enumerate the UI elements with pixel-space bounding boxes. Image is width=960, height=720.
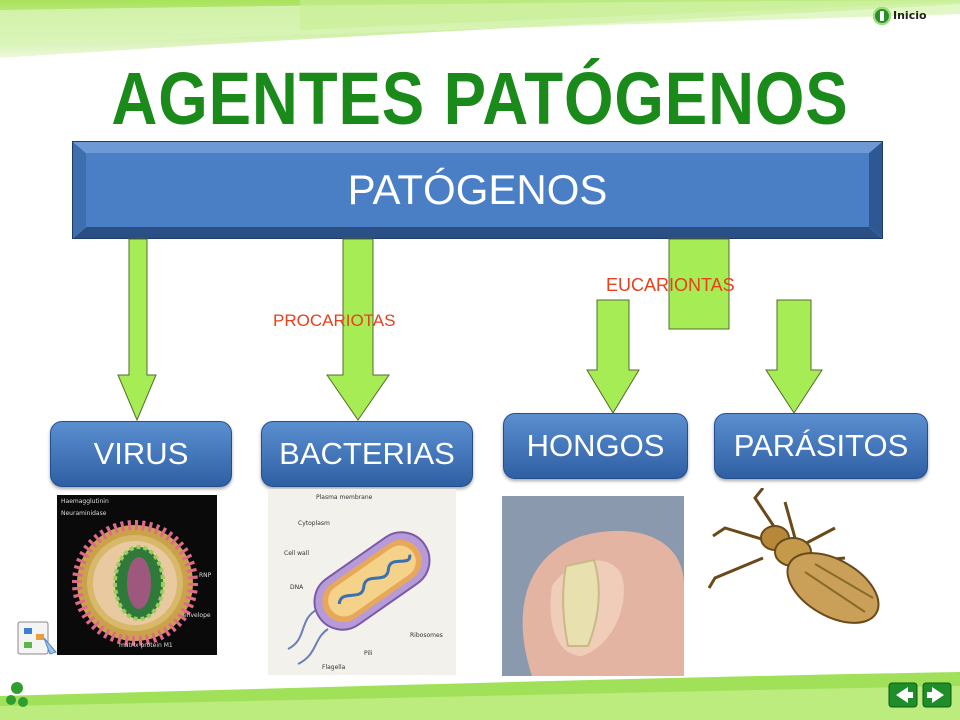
top-decorative-band [0,0,960,58]
node-virus: VIRUS [50,421,232,487]
arrow-to-virus [117,238,157,422]
fungal-nail-photo [502,496,684,676]
arrow-right-icon[interactable] [922,682,952,708]
bacteria-label-cytoplasm: Cytoplasm [298,520,330,527]
node-fungi: HONGOS [503,413,688,479]
root-node-box [72,141,883,239]
node-bacteria: BACTERIAS [261,421,473,487]
bacteria-drawing: Plasma membrane Cytoplasm Cell wall DNA … [284,494,443,671]
arrow-to-fungi [586,299,640,414]
virus-label-rnp: RNP [199,572,212,579]
prokaryotes-label: PROCARIOTAS [273,311,396,330]
bacteria-label-cellwall: Cell wall [284,550,309,557]
root-node-label: PATÓGENOS [347,166,608,213]
virus-label-neuraminidase: Neuraminidase [61,510,107,517]
home-icon[interactable] [873,7,891,25]
virus-drawing: Haemagglutinin Neuraminidase RNP envelop… [61,498,212,649]
virus-illustration: Haemagglutinin Neuraminidase RNP envelop… [57,495,217,655]
arrow-left-icon[interactable] [888,682,918,708]
louse-drawing [707,488,880,624]
page-title: AGENTES PATÓGENOS [111,57,849,140]
eukaryotes-label: EUCARIONTAS [606,275,735,295]
bottom-decorative-band [0,672,960,720]
green-logo-icon [6,682,28,707]
virus-label-envelope: envelope [183,612,211,619]
bacteria-label-ribosomes: Ribosomes [410,632,443,639]
bacteria-illustration: Plasma membrane Cytoplasm Cell wall DNA … [268,489,456,675]
nail-drawing [502,496,684,676]
bacteria-label-plasma: Plasma membrane [316,494,373,501]
bacteria-label-dna: DNA [290,584,304,591]
louse-photo [705,488,891,638]
home-link[interactable]: Inicio [893,9,927,22]
bacteria-label-pili: Pili [364,650,373,657]
virus-label-matrix: matrix protein M1 [119,642,173,649]
diagram-clipboard-icon [17,621,57,655]
node-parasites: PARÁSITOS [714,413,928,479]
bacteria-label-flagella: Flagella [322,664,346,671]
virus-label-haemagglutinin: Haemagglutinin [61,498,109,505]
arrow-to-parasites [765,299,823,414]
